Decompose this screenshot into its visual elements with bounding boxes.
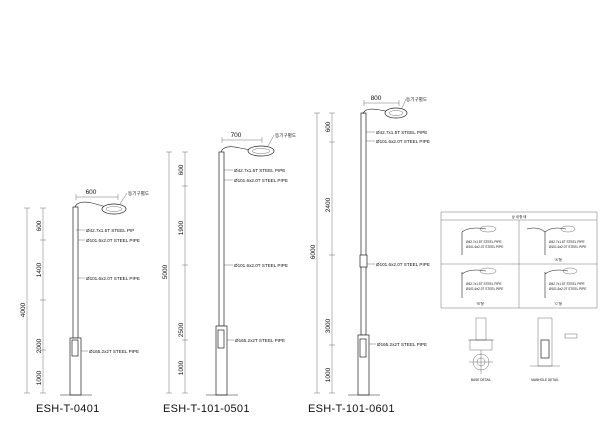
base-detail-caption: BASE DETAIL — [471, 378, 492, 382]
pole-2-label-mid-pipe: Ø101.6x2.0T STEEL PIPE — [234, 263, 288, 268]
pole-1-lamp-head — [101, 203, 127, 215]
pole-1-seg-dim-3: 2000 — [36, 338, 43, 353]
pole-2-label-arm-pipe: Ø42.7x1.5T STEEL PIPE — [234, 168, 285, 173]
pole-2-model-name: ESH-T-101-0501 — [163, 403, 250, 415]
pole-1-arm — [74, 201, 111, 209]
detail-cell-1-label-b: Ø101.6x2.0T STEEL PIPE — [466, 245, 503, 249]
pole-1-seg-dim-1: 600 — [36, 220, 43, 231]
pole-1-access-door — [71, 339, 79, 357]
detail-sheet: 상 세 형 태 Ø42.7x1.5T STEEL PIPE Ø101.6x2.0… — [440, 211, 598, 382]
pole-1-assembly: 4000 600 1400 2000 1000 600 등기구별도 Ø42.7x… — [20, 189, 149, 415]
pole-3-label-arm-pipe: Ø42.7x1.5T STEEL PIPE — [376, 130, 427, 135]
detail-cell-1: Ø42.7x1.5T STEEL PIPE Ø101.6x2.0T STEEL … — [461, 225, 503, 255]
pole-2-arm-dim: 700 — [231, 132, 242, 139]
pole-3-lamp-head — [384, 107, 408, 119]
pole-2-seg-dim-3: 2500 — [178, 322, 185, 337]
pole-3-assembly: 6000 600 2400 3000 1000 800 등기구별도 Ø42.7x… — [308, 95, 430, 415]
pole-2-label-upper-pipe: Ø101.6x2.0T STEEL PIPE — [234, 178, 288, 183]
detail-cell-4-label-a: Ø42.7x1.5T STEEL PIPE — [549, 282, 585, 286]
pole-3-access-door — [359, 338, 367, 358]
pole-1-upper-shaft — [72, 206, 79, 339]
pole-3-seg-dim-2: 2400 — [325, 197, 332, 212]
pole-2-seg-dim-1: 600 — [178, 164, 185, 175]
pole-1-arm-dim: 600 — [86, 189, 97, 196]
pole-2-seg-dim-2: 1900 — [178, 220, 185, 235]
pole-2-lamp-head — [247, 145, 275, 157]
pole-2-seg-dim-4: 1000 — [178, 360, 185, 375]
manhole-detail: MANHOLE DETAIL — [530, 317, 578, 382]
pole-2-upper-shaft — [218, 151, 225, 327]
pole-3-upper-shaft — [360, 112, 367, 336]
pole-3-lamp-label: 등기구별도 — [406, 96, 427, 103]
pole-1-model-name: ESH-T-0401 — [36, 403, 100, 415]
pole-2-arm — [220, 146, 257, 153]
pole-3-total-height: 6000 — [310, 244, 317, 259]
pole-2-label-base-pipe: Ø165.2x2T STEEL PIPE — [235, 338, 285, 343]
base-detail: BASE DETAIL — [468, 317, 494, 382]
pole-1-label-base-pipe: Ø165.2x2T STEEL PIPE — [89, 349, 139, 354]
pole-3-seg-dim-1: 600 — [325, 121, 332, 132]
pole-3-label-base-pipe: Ø165.2x2T STEEL PIPE — [377, 342, 427, 347]
detail-cell-2-label-a: Ø42.7x1.5T STEEL PIPE — [549, 240, 585, 244]
pole-1-seg-dim-4: 1000 — [36, 370, 43, 385]
pole-2-lamp-label: 등기구별도 — [275, 132, 296, 139]
pole-3-arm-dim: 800 — [371, 95, 382, 102]
detail-cell-2-label-b: Ø101.6x2.0T STEEL PIPE — [549, 245, 586, 249]
pole-3-mid-collar — [359, 254, 368, 268]
pole-1-label-upper-pipe: Ø101.6x2.0T STEEL PIPE — [86, 238, 140, 243]
pole-3-seg-dim-3: 3000 — [325, 318, 332, 333]
pole-3-label-upper-pipe: Ø101.6x2.0T STEEL PIPE — [376, 139, 430, 144]
detail-cell-3-label-a: Ø42.7x1.5T STEEL PIPE — [466, 282, 502, 286]
detail-cell-2: Ø42.7x1.5T STEEL PIPE Ø101.6x2.0T STEEL … — [526, 225, 586, 262]
pole-3-seg-dim-4: 1000 — [325, 367, 332, 382]
pole-3-arm — [362, 108, 397, 115]
detail-title: 상 세 형 태 — [512, 214, 526, 219]
pole-1-label-arm-pipe: Ø42.7x1.5T STEEL PIP — [86, 228, 134, 233]
detail-cell-4-caption: "C"형 — [554, 301, 562, 306]
detail-cell-2-caption: "A"형 — [554, 257, 561, 262]
pole-1-lamp-label: 등기구별도 — [128, 190, 149, 197]
pole-2-access-door — [217, 329, 225, 349]
pole-2-assembly: 5000 600 1900 2500 1000 700 등기구별도 Ø42.7x… — [162, 132, 296, 415]
detail-cell-4-label-b: Ø101.6x2.0T STEEL PIPE — [549, 287, 586, 291]
pole-3-model-name: ESH-T-101-0601 — [308, 403, 395, 415]
pole-2-total-height: 5000 — [162, 264, 169, 279]
manhole-detail-caption: MANHOLE DETAIL — [531, 378, 559, 382]
detail-cell-3-caption: "B"형 — [476, 301, 483, 306]
pole-1-seg-dim-2: 1400 — [36, 262, 43, 277]
detail-cell-3-label-b: Ø101.6x2.0T STEEL PIPE — [466, 287, 503, 291]
pole-1-total-height: 4000 — [20, 302, 27, 317]
detail-cell-1-label-a: Ø42.7x1.5T STEEL PIPE — [466, 240, 502, 244]
pole-3-label-mid-pipe: Ø101.6x2.0T STEEL PIPE — [376, 262, 430, 267]
detail-cell-4: Ø42.7x1.5T STEEL PIPE Ø101.6x2.0T STEEL … — [544, 267, 586, 306]
pole-1-label-mid-pipe: Ø101.6x2.0T STEEL PIPE — [86, 276, 140, 281]
detail-cell-3: Ø42.7x1.5T STEEL PIPE Ø101.6x2.0T STEEL … — [461, 267, 503, 306]
